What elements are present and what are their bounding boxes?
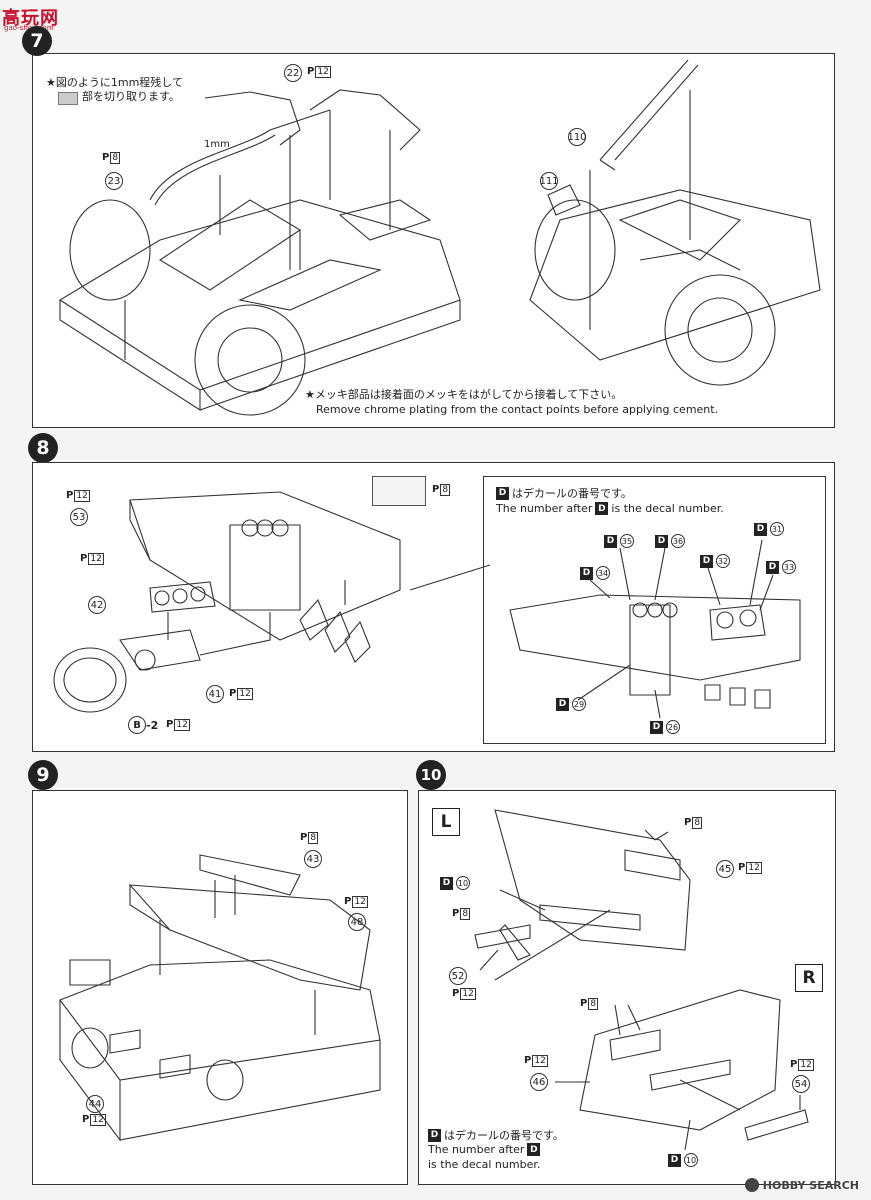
part-22: 22	[284, 64, 302, 82]
site-logo: 高玩网	[2, 8, 59, 29]
part-54: 54	[792, 1075, 810, 1093]
part-111: 111	[539, 172, 559, 190]
part-43: 43	[304, 850, 322, 868]
step10-panel	[418, 790, 836, 1185]
step8-number: 8	[28, 433, 58, 463]
step7-panel	[32, 53, 835, 428]
part-53: 53	[70, 508, 88, 526]
chassis-left-drawing	[58, 89, 461, 416]
step7-number: 7	[22, 26, 52, 56]
part-52: 52	[449, 967, 467, 985]
part-41: 41	[206, 685, 224, 703]
decal-subpanel	[483, 476, 826, 744]
step7-note-jp-2: 部を切り取ります。	[82, 90, 180, 103]
console-drawing	[59, 854, 381, 1142]
left-door-label: L	[432, 808, 460, 836]
right-door-label: R	[795, 964, 823, 992]
door-left-drawing	[474, 809, 691, 981]
chrome-note-en: Remove chrome plating from the contact p…	[316, 403, 719, 416]
part-42: 42	[88, 596, 106, 614]
decal-info-en-2b: is the decal number.	[428, 1158, 541, 1171]
dimension-label: 1mm	[204, 139, 230, 150]
chrome-note-jp: ★メッキ部品は接着面のメッキをはがしてから接着して下さい。	[305, 388, 623, 401]
color-swatch	[372, 476, 426, 506]
part-45: 45	[716, 860, 734, 878]
step7-note-jp-1: ★図のように1mm程残して	[46, 76, 183, 89]
step9-number: 9	[28, 760, 58, 790]
hobbysearch-logo-icon	[744, 1178, 759, 1192]
part-46: 46	[530, 1073, 548, 1091]
part-110: 110	[567, 128, 587, 146]
part-44: 44	[86, 1095, 104, 1113]
door-right-drawing	[555, 989, 809, 1151]
cut-swatch	[58, 92, 78, 105]
part-23: 23	[105, 172, 123, 190]
part-b2: B-2	[128, 716, 158, 734]
step10-number: 10	[416, 760, 446, 790]
hobbysearch-watermark: HOBBY SEARCH	[744, 1178, 859, 1192]
dashboard-decal-drawing	[509, 539, 801, 719]
chassis-right-drawing	[529, 59, 821, 386]
dashboard-drawing	[53, 491, 491, 713]
